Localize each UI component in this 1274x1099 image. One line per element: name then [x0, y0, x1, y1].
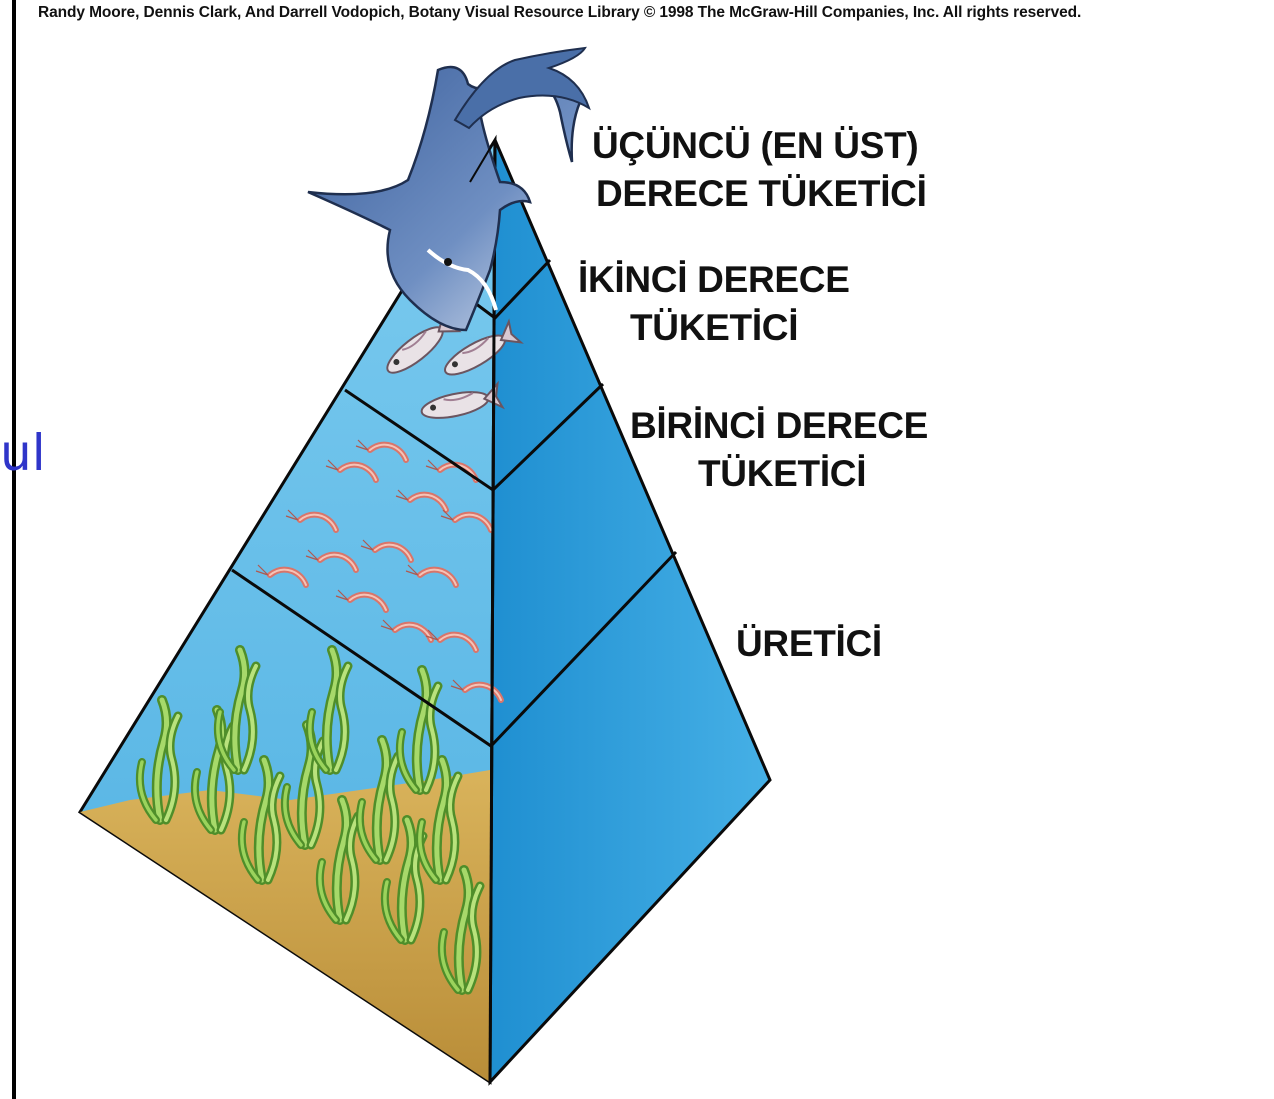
- level-label-primary: BİRİNCİ DERECE TÜKETİCİ: [630, 402, 928, 498]
- label-line: ÜÇÜNCÜ (EN ÜST): [592, 122, 927, 170]
- level-label-secondary: İKİNCİ DERECE TÜKETİCİ: [578, 256, 850, 352]
- label-line: ÜRETİCİ: [736, 620, 882, 668]
- label-line: DERECE TÜKETİCİ: [596, 170, 927, 218]
- level-label-producer: ÜRETİCİ: [736, 620, 882, 668]
- label-line: BİRİNCİ DERECE: [630, 402, 928, 450]
- label-line: TÜKETİCİ: [698, 450, 928, 498]
- level-label-tertiary: ÜÇÜNCÜ (EN ÜST) DERECE TÜKETİCİ: [592, 122, 927, 218]
- label-line: TÜKETİCİ: [630, 304, 850, 352]
- label-line: İKİNCİ DERECE: [578, 256, 850, 304]
